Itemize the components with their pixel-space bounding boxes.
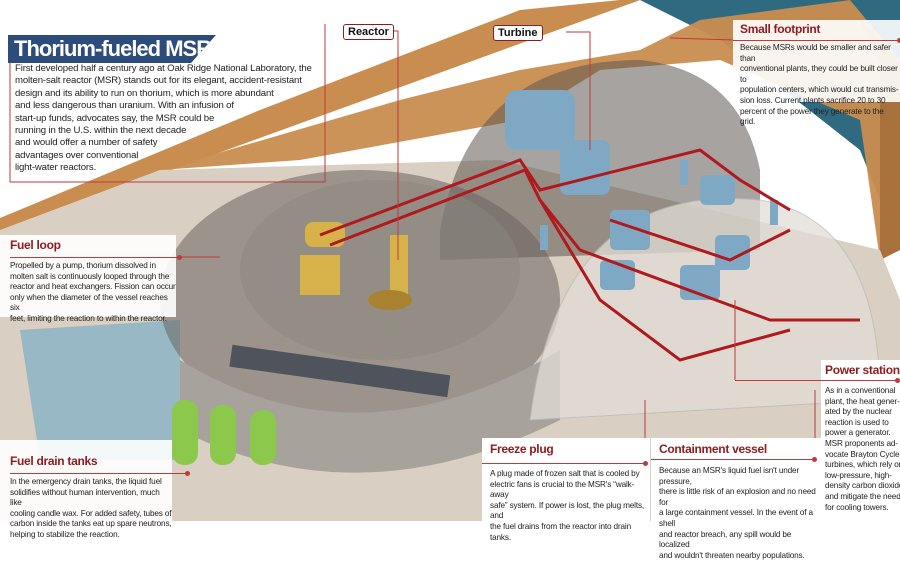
control-panels bbox=[229, 344, 451, 398]
freeze-plug-section: Freeze plug A plug made of frozen salt t… bbox=[482, 438, 650, 542]
intro-line: and less dangerous than uranium. With an… bbox=[15, 100, 234, 112]
fuel-loop-text: Propelled by a pump, thorium dissolved i… bbox=[10, 261, 176, 325]
fuel-loop-rule bbox=[10, 255, 182, 260]
text-line: there is little risk of an explosion and… bbox=[659, 487, 816, 507]
intro-line: light-water reactors. bbox=[15, 162, 97, 174]
intro-line: molten-salt reactor (MSR) stands out for… bbox=[15, 75, 302, 87]
text-line: density carbon dioxide bbox=[825, 481, 900, 491]
turbine-callout: Turbine bbox=[493, 25, 543, 41]
title-banner: Thorium-fueled MSR bbox=[8, 35, 216, 63]
text-line: feet, limiting the reaction to within th… bbox=[10, 313, 167, 323]
text-line: the fuel drains from the reactor into dr… bbox=[490, 521, 632, 542]
text-line: reactor and heat exchangers. Fission can… bbox=[10, 282, 176, 292]
fuel-loop-heading: Fuel loop bbox=[10, 238, 61, 252]
small-footprint-text: Because MSRs would be smaller and safer … bbox=[740, 43, 900, 128]
intro-line: start-up funds, advocates say, the MSR c… bbox=[15, 112, 215, 124]
power-station-rule bbox=[735, 378, 900, 383]
fuel-loop-section: Fuel loop Propelled by a pump, thorium d… bbox=[0, 235, 182, 323]
drain-tanks bbox=[172, 400, 276, 465]
text-line: vocate Brayton Cycle bbox=[825, 449, 900, 459]
text-line: Because an MSR's liquid fuel isn't under… bbox=[659, 466, 800, 486]
msr-cutaway-illustration bbox=[0, 0, 900, 521]
containment-vessel-text: Because an MSR's liquid fuel isn't under… bbox=[659, 466, 821, 561]
text-line: MSR proponents ad- bbox=[825, 438, 898, 448]
containment-vessel-section: Containment vessel Because an MSR's liqu… bbox=[651, 438, 821, 560]
page-title: Thorium-fueled MSR bbox=[14, 36, 212, 61]
text-line: conventional plants, they could be built… bbox=[740, 64, 898, 84]
text-line: A plug made of frozen salt that is coole… bbox=[490, 469, 640, 478]
power-station-dome bbox=[529, 198, 881, 421]
text-line: low-pressure, high- bbox=[825, 470, 892, 480]
text-line: In the emergency drain tanks, the liquid… bbox=[10, 477, 162, 486]
text-line: power a generator. bbox=[825, 428, 891, 438]
text-line: helping to stabilize the reaction. bbox=[10, 529, 120, 539]
text-line: electric fans is crucial to the MSR's “w… bbox=[490, 479, 635, 500]
text-line: plant, the heat gener- bbox=[825, 396, 900, 406]
text-line: percent of the power they generate to th… bbox=[740, 106, 884, 127]
intro-line: advantages over conventional bbox=[15, 149, 139, 161]
reactor-vessel-inner bbox=[240, 180, 520, 360]
reactor-callout: Reactor bbox=[343, 24, 394, 40]
freeze-plug-text: A plug made of frozen salt that is coole… bbox=[490, 469, 650, 543]
text-line: population centers, which would cut tran… bbox=[740, 85, 899, 95]
small-footprint-rule bbox=[733, 38, 900, 43]
text-line: molten salt is continuously looped throu… bbox=[10, 271, 170, 281]
text-line: a large containment vessel. In the event… bbox=[659, 508, 813, 528]
text-line: turbines, which rely on bbox=[825, 460, 900, 470]
text-line: safe” system. If power is lost, the plug… bbox=[490, 500, 645, 521]
text-line: cooling candle wax. For added safety, tu… bbox=[10, 508, 172, 518]
text-line: and mitigate the need bbox=[825, 491, 900, 501]
freeze-plug-heading: Freeze plug bbox=[490, 442, 554, 456]
fuel-drain-tanks-heading: Fuel drain tanks bbox=[10, 454, 98, 468]
intro-line: design and its ability to run on thorium… bbox=[15, 87, 274, 99]
fuel-drain-tanks-rule bbox=[10, 471, 190, 476]
fuel-drain-tanks-section: Fuel drain tanks In the emergency drain … bbox=[0, 440, 190, 539]
fuel-drain-tanks-text: In the emergency drain tanks, the liquid… bbox=[10, 477, 172, 541]
intro-line: First developed half a century ago at Oa… bbox=[15, 63, 312, 74]
glass-wall bbox=[20, 320, 180, 460]
intro-line: and would offer a number of safety bbox=[15, 137, 158, 149]
intro-line: running in the U.S. within the next deca… bbox=[15, 125, 187, 137]
text-line: Because MSRs would be smaller and safer … bbox=[740, 43, 891, 63]
freeze-plug-rule bbox=[482, 461, 648, 466]
power-station-section: Power station As in a conventional plant… bbox=[821, 360, 900, 521]
text-line: solidifies without human intervention, m… bbox=[10, 487, 160, 508]
text-line: ated by the nuclear bbox=[825, 407, 892, 417]
small-footprint-section: Small footprint Because MSRs would be sm… bbox=[733, 20, 900, 126]
turbine-equipment bbox=[505, 90, 778, 300]
small-footprint-heading: Small footprint bbox=[740, 22, 821, 36]
text-line: Propelled by a pump, thorium dissolved i… bbox=[10, 261, 156, 270]
text-line: and reactor breach, any spill would be l… bbox=[659, 529, 792, 550]
text-line: As in a conventional bbox=[825, 386, 896, 395]
containment-vessel-heading: Containment vessel bbox=[659, 442, 767, 456]
power-station-text: As in a conventional plant, the heat gen… bbox=[825, 386, 900, 513]
text-line: sion loss. Current plants sacrifice 20 t… bbox=[740, 95, 886, 105]
text-line: only when the diameter of the vessel rea… bbox=[10, 292, 168, 313]
power-station-heading: Power station bbox=[825, 363, 900, 377]
text-line: and wouldn't threaten nearby populations… bbox=[659, 550, 805, 560]
text-line: for cooling towers. bbox=[825, 502, 889, 512]
containment-vessel-rule bbox=[651, 457, 817, 462]
text-line: reaction is used to bbox=[825, 417, 889, 427]
intro-text: First developed half a century ago at Oa… bbox=[15, 63, 335, 175]
